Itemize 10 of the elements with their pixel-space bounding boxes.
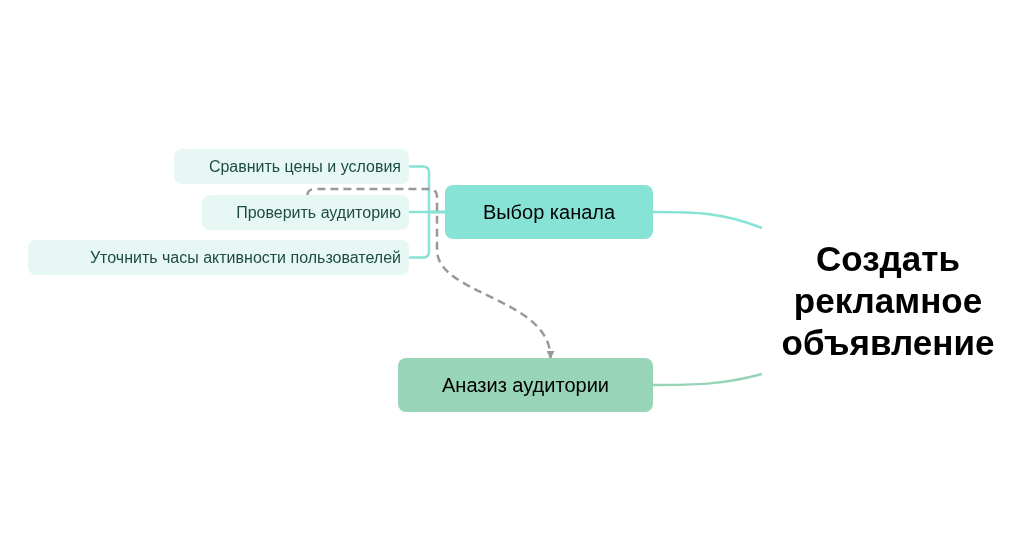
subtopic-box: Сравнить цены и условия xyxy=(174,149,409,184)
connector-line xyxy=(409,210,445,259)
topic-box: Аназиз аудитории xyxy=(398,358,653,412)
central-topic: Создать рекламное объявление xyxy=(762,228,1014,374)
subtopic-box: Уточнить часы активности пользователей xyxy=(28,240,409,275)
connector-line xyxy=(653,210,763,230)
topic-box: Выбор канала xyxy=(445,185,653,239)
arrow xyxy=(306,187,554,359)
connector-line xyxy=(653,372,763,387)
subtopic-box: Проверить аудиторию xyxy=(202,195,409,230)
